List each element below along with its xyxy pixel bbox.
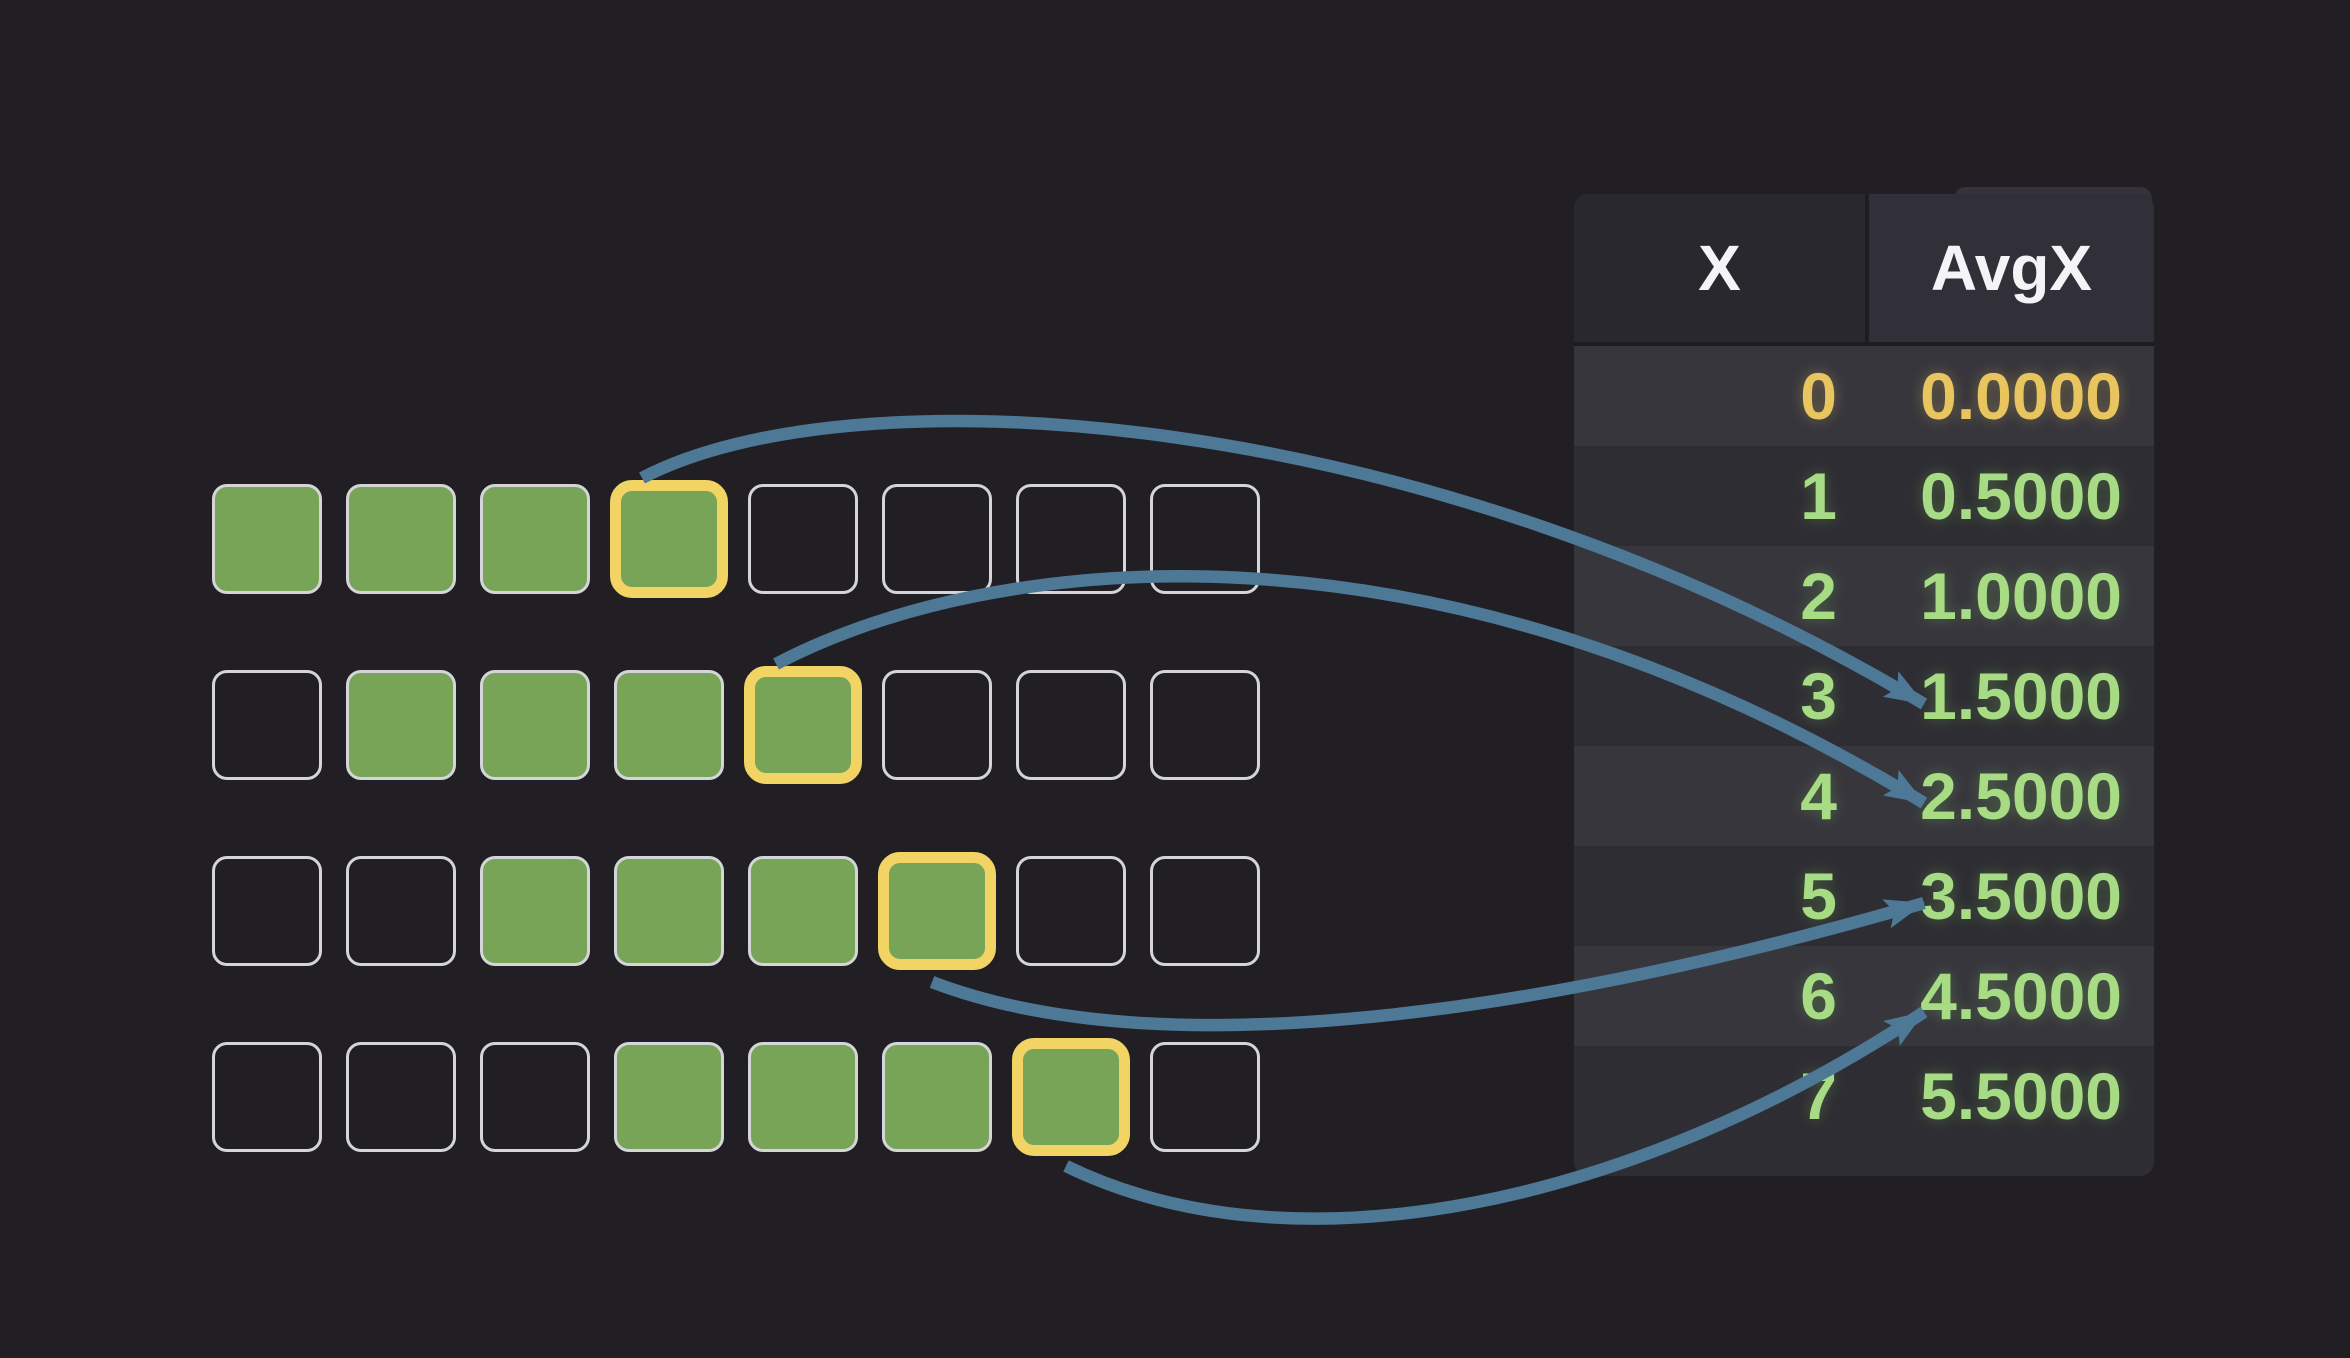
grid-cell-empty bbox=[748, 484, 858, 594]
table-row: 2 1.0000 bbox=[1574, 546, 2154, 646]
grid-cell-empty bbox=[1016, 484, 1126, 594]
cell-avgx-value: 1.0000 bbox=[1920, 559, 2122, 633]
grid-cell-highlighted bbox=[1012, 1038, 1130, 1156]
grid-cell-filled bbox=[748, 1042, 858, 1152]
column-header-avgx: AvgX bbox=[1865, 194, 2154, 342]
cell-avgx-value: 2.5000 bbox=[1920, 759, 2122, 833]
grid-cell-empty bbox=[1150, 856, 1260, 966]
grid-cell-filled bbox=[748, 856, 858, 966]
grid-cell-filled bbox=[212, 484, 322, 594]
grid-cell-empty bbox=[1016, 856, 1126, 966]
cell-avgx-value: 1.5000 bbox=[1920, 659, 2122, 733]
grid-cell-empty bbox=[480, 1042, 590, 1152]
table-row: 1 0.5000 bbox=[1574, 446, 2154, 546]
grid-cell-empty bbox=[1150, 670, 1260, 780]
grid-cell-filled bbox=[614, 670, 724, 780]
grid-cell-filled bbox=[480, 856, 590, 966]
avgx-table: X AvgX 0 0.0000 1 0.5000 2 1.0000 3 1.5000 4 2.50… bbox=[1574, 194, 2154, 1176]
grid-cell-empty bbox=[1150, 1042, 1260, 1152]
cell-avgx-value: 0.0000 bbox=[1920, 359, 2122, 433]
grid-cell-filled bbox=[480, 484, 590, 594]
table-body: 0 0.0000 1 0.5000 2 1.0000 3 1.5000 4 2.5000 5 3.50… bbox=[1574, 346, 2154, 1146]
cell-avgx-value: 5.5000 bbox=[1920, 1059, 2122, 1133]
grid-cell-filled bbox=[882, 1042, 992, 1152]
grid-cell-empty bbox=[882, 670, 992, 780]
table-row: 3 1.5000 bbox=[1574, 646, 2154, 746]
grid-cell-empty bbox=[346, 1042, 456, 1152]
grid-cell-empty bbox=[346, 856, 456, 966]
cell-x-value: 3 bbox=[1800, 659, 1837, 733]
grid-cell-empty bbox=[882, 484, 992, 594]
grid-cell-highlighted bbox=[878, 852, 996, 970]
grid-cell-filled bbox=[614, 1042, 724, 1152]
grid-cell-empty bbox=[212, 856, 322, 966]
cell-x-value: 1 bbox=[1800, 459, 1837, 533]
grid-cell-highlighted bbox=[610, 480, 728, 598]
grid-cell-filled bbox=[614, 856, 724, 966]
grid-cell-empty bbox=[1150, 484, 1260, 594]
grid-cell-filled bbox=[346, 484, 456, 594]
grid-cell-filled bbox=[480, 670, 590, 780]
table-row: 6 4.5000 bbox=[1574, 946, 2154, 1046]
cell-avgx-value: 4.5000 bbox=[1920, 959, 2122, 1033]
column-header-x: X bbox=[1698, 232, 1741, 304]
cell-x-value: 0 bbox=[1800, 359, 1837, 433]
table-row: 0 0.0000 bbox=[1574, 346, 2154, 446]
table-row: 5 3.5000 bbox=[1574, 846, 2154, 946]
cell-x-value: 6 bbox=[1800, 959, 1837, 1033]
cell-avgx-value: 3.5000 bbox=[1920, 859, 2122, 933]
table-row: 4 2.5000 bbox=[1574, 746, 2154, 846]
cell-x-value: 2 bbox=[1800, 559, 1837, 633]
table-header: X AvgX bbox=[1574, 194, 2154, 346]
cell-avgx-value: 0.5000 bbox=[1920, 459, 2122, 533]
cell-x-value: 5 bbox=[1800, 859, 1837, 933]
cell-x-value: 4 bbox=[1800, 759, 1837, 833]
grid-cell-filled bbox=[346, 670, 456, 780]
grid-cell-highlighted bbox=[744, 666, 862, 784]
cell-x-value: 7 bbox=[1800, 1059, 1837, 1133]
table-row: 7 5.5000 bbox=[1574, 1046, 2154, 1146]
grid-cell-empty bbox=[212, 1042, 322, 1152]
grid-cell-empty bbox=[212, 670, 322, 780]
grid-cell-empty bbox=[1016, 670, 1126, 780]
